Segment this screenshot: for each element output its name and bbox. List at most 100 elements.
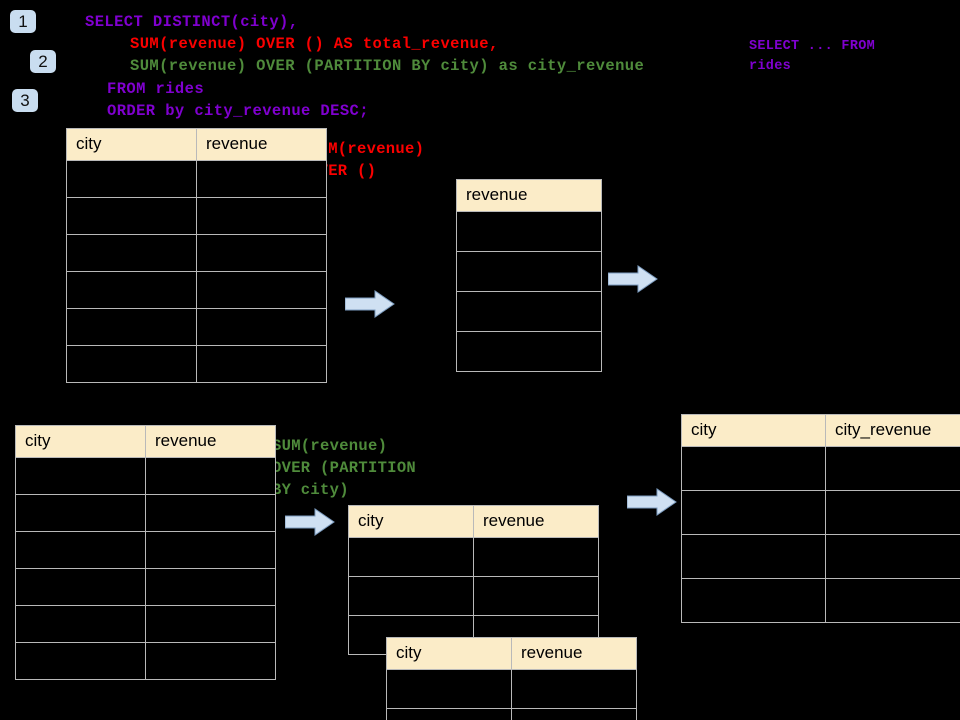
table-body [681, 446, 960, 623]
table-cell [196, 271, 327, 309]
table-row [456, 251, 602, 292]
annotation-sum-over-partition: SUM(revenue) OVER (PARTITION BY city) [272, 437, 417, 499]
table-row [66, 271, 327, 309]
source-table-top: city revenue [66, 128, 327, 383]
table-row [66, 234, 327, 272]
column-header-city: city [66, 128, 197, 161]
sql-line-sum-over-partition: SUM(revenue) OVER (PARTITION BY city) as… [130, 57, 645, 75]
table-cell [145, 568, 276, 606]
table-row [66, 345, 327, 383]
table-cell [66, 160, 197, 198]
annotation-select-from-rides: SELECT ... FROM rides [749, 39, 876, 74]
table-cell [681, 534, 826, 579]
table-cell [825, 534, 960, 579]
column-header-revenue: revenue [456, 179, 602, 212]
arrow-partition-to-result-icon [627, 488, 677, 516]
column-header-city: city [681, 414, 826, 447]
result-table: city city_revenue [681, 414, 960, 623]
column-header-city: city [348, 505, 474, 538]
sql-line-order-by: ORDER by city_revenue DESC; [107, 102, 369, 120]
column-header-city: city [386, 637, 512, 670]
table-cell [348, 576, 474, 616]
column-header-city: city [15, 425, 146, 458]
table-cell [196, 197, 327, 235]
sql-line-select-distinct: SELECT DISTINCT(city), [85, 13, 299, 31]
partition-table-front: city revenue [386, 637, 637, 720]
table-cell [66, 308, 197, 346]
table-cell [66, 271, 197, 309]
table-cell [456, 331, 602, 372]
arrow-source-to-partition-icon [285, 508, 335, 536]
column-header-revenue: revenue [473, 505, 599, 538]
table-cell [386, 669, 512, 709]
table-row [15, 605, 276, 643]
table-row [66, 197, 327, 235]
total-revenue-table: revenue [456, 179, 602, 372]
table-body [456, 211, 602, 372]
table-cell [66, 234, 197, 272]
table-header-row: city revenue [348, 505, 599, 538]
table-body [66, 160, 327, 383]
table-row [456, 331, 602, 372]
table-cell [473, 576, 599, 616]
table-row [15, 642, 276, 680]
table-row [456, 291, 602, 332]
table-cell [473, 537, 599, 577]
table-cell [825, 446, 960, 491]
table-cell [15, 494, 146, 532]
step-badge-3: 3 [12, 89, 38, 112]
table-cell [15, 568, 146, 606]
column-header-revenue: revenue [145, 425, 276, 458]
table-row [66, 160, 327, 198]
table-row [681, 490, 960, 535]
table-body [386, 669, 637, 720]
table-row [681, 446, 960, 491]
table-cell [825, 578, 960, 623]
table-cell [681, 490, 826, 535]
table-row [15, 494, 276, 532]
table-row [15, 568, 276, 606]
table-cell [66, 345, 197, 383]
table-cell [456, 291, 602, 332]
arrow-source-to-total-icon [345, 290, 395, 318]
table-row [348, 537, 599, 577]
step-badge-2: 2 [30, 50, 56, 73]
sql-line-sum-over-empty: SUM(revenue) OVER () AS total_revenue, [130, 35, 499, 53]
table-cell [386, 708, 512, 720]
step-badge-1: 1 [10, 10, 36, 33]
table-header-row: city city_revenue [681, 414, 960, 447]
table-cell [348, 537, 474, 577]
table-row [681, 578, 960, 623]
table-cell [196, 234, 327, 272]
table-cell [15, 642, 146, 680]
table-row [386, 708, 637, 720]
table-header-row: city revenue [386, 637, 637, 670]
sql-line-from-rides: FROM rides [107, 80, 205, 98]
table-row [681, 534, 960, 579]
table-cell [681, 578, 826, 623]
table-cell [15, 605, 146, 643]
column-header-city-revenue: city_revenue [825, 414, 960, 447]
table-header-row: city revenue [15, 425, 276, 458]
table-cell [196, 160, 327, 198]
column-header-revenue: revenue [511, 637, 637, 670]
table-row [15, 531, 276, 569]
table-cell [66, 197, 197, 235]
table-cell [15, 531, 146, 569]
table-row [348, 576, 599, 616]
table-row [66, 308, 327, 346]
table-header-row: city revenue [66, 128, 327, 161]
table-row [15, 457, 276, 495]
table-cell [456, 251, 602, 292]
table-cell [456, 211, 602, 252]
table-row [456, 211, 602, 252]
table-body [15, 457, 276, 680]
column-header-revenue: revenue [196, 128, 327, 161]
table-cell [681, 446, 826, 491]
table-cell [145, 642, 276, 680]
table-cell [145, 605, 276, 643]
table-cell [145, 531, 276, 569]
source-table-bottom: city revenue [15, 425, 276, 680]
table-cell [145, 494, 276, 532]
